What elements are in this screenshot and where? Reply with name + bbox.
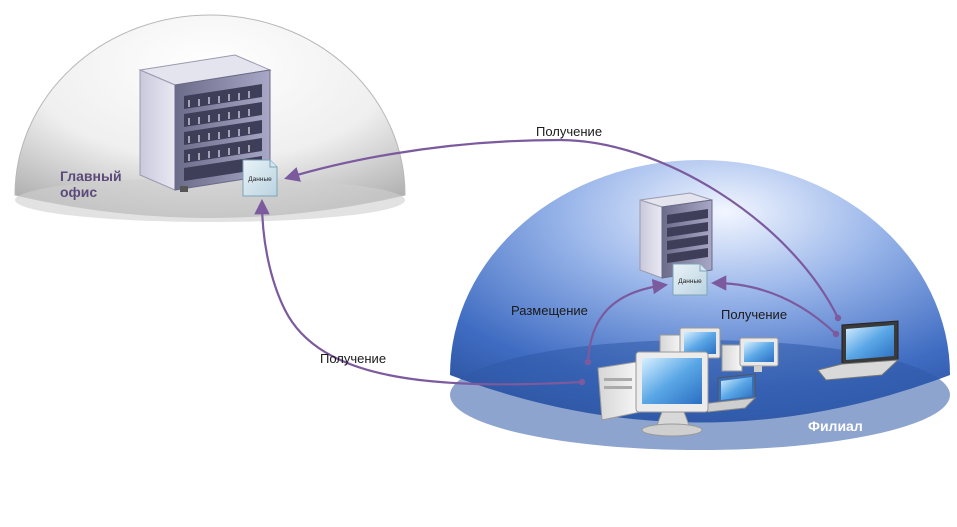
head-office-data-document-icon: Данные bbox=[242, 159, 278, 197]
arrows bbox=[254, 138, 839, 386]
branch-data-document-icon: Данные bbox=[672, 263, 708, 296]
branch-doc-label: Данные bbox=[678, 278, 702, 285]
top-retrieval-arrow bbox=[284, 138, 839, 319]
top-retrieval-label: Получение bbox=[536, 124, 602, 139]
branch-laptop-icon bbox=[817, 320, 900, 381]
branch-workstations-icon bbox=[597, 327, 779, 437]
head-office-doc-label: Данные bbox=[248, 176, 272, 183]
left-retrieval-arrow bbox=[254, 198, 583, 386]
arrow-tails bbox=[578, 314, 842, 386]
placement-label: Размещение bbox=[511, 303, 588, 318]
placement-arrow bbox=[586, 278, 669, 363]
head-office-label-line2: офис bbox=[60, 184, 97, 200]
branch-label: Филиал bbox=[808, 418, 863, 434]
left-retrieval-label: Получение bbox=[320, 351, 386, 366]
branch-server-icon bbox=[639, 192, 713, 279]
head-office-label: Главный офис bbox=[60, 168, 122, 200]
branch-retrieval-arrow bbox=[710, 275, 837, 335]
branch-retrieval-label: Получение bbox=[721, 307, 787, 322]
head-office-label-line1: Главный bbox=[60, 168, 122, 184]
